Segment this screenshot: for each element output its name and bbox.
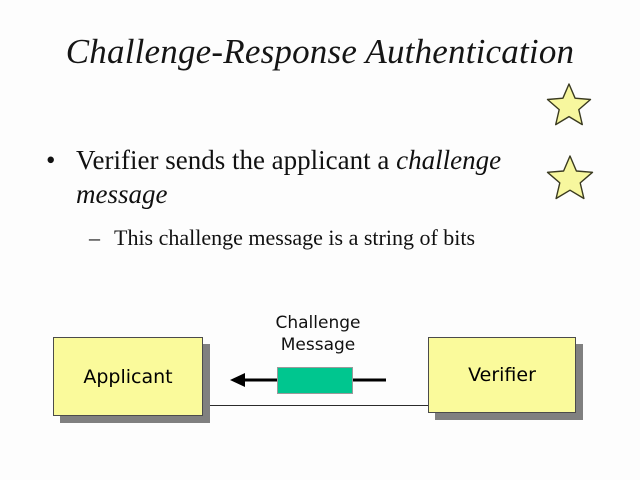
bullet-marker-dot: • [46,145,56,175]
bullet-marker-dash: – [89,225,100,250]
bullet-text-roman: Verifier sends the applicant a [76,145,397,175]
node-applicant[interactable]: Applicant [53,337,203,416]
page-title: Challenge-Response Authentication [65,32,575,71]
message-label-line1: Challenge [275,313,361,333]
bullet-text-italic: challenge message [76,145,502,209]
node-verifier-label: Verifier [468,364,536,386]
bullet-item-level2: – This challenge message is a string of … [89,224,559,252]
message-packet[interactable] [277,367,353,394]
bullet-text-level2: This challenge message is a string of bi… [114,225,476,250]
star-icon-top [546,83,592,126]
node-verifier[interactable]: Verifier [428,337,576,413]
bullet-item-level1: • Verifier sends the applicant a challen… [46,143,536,211]
connection-line [203,405,435,406]
message-label-line2: Message [280,335,356,355]
message-label: Challenge Message [243,312,393,356]
star-icon-bottom [546,155,594,200]
node-applicant-label: Applicant [83,365,173,388]
bullet-text-level1: Verifier sends the applicant a challenge… [76,143,536,211]
